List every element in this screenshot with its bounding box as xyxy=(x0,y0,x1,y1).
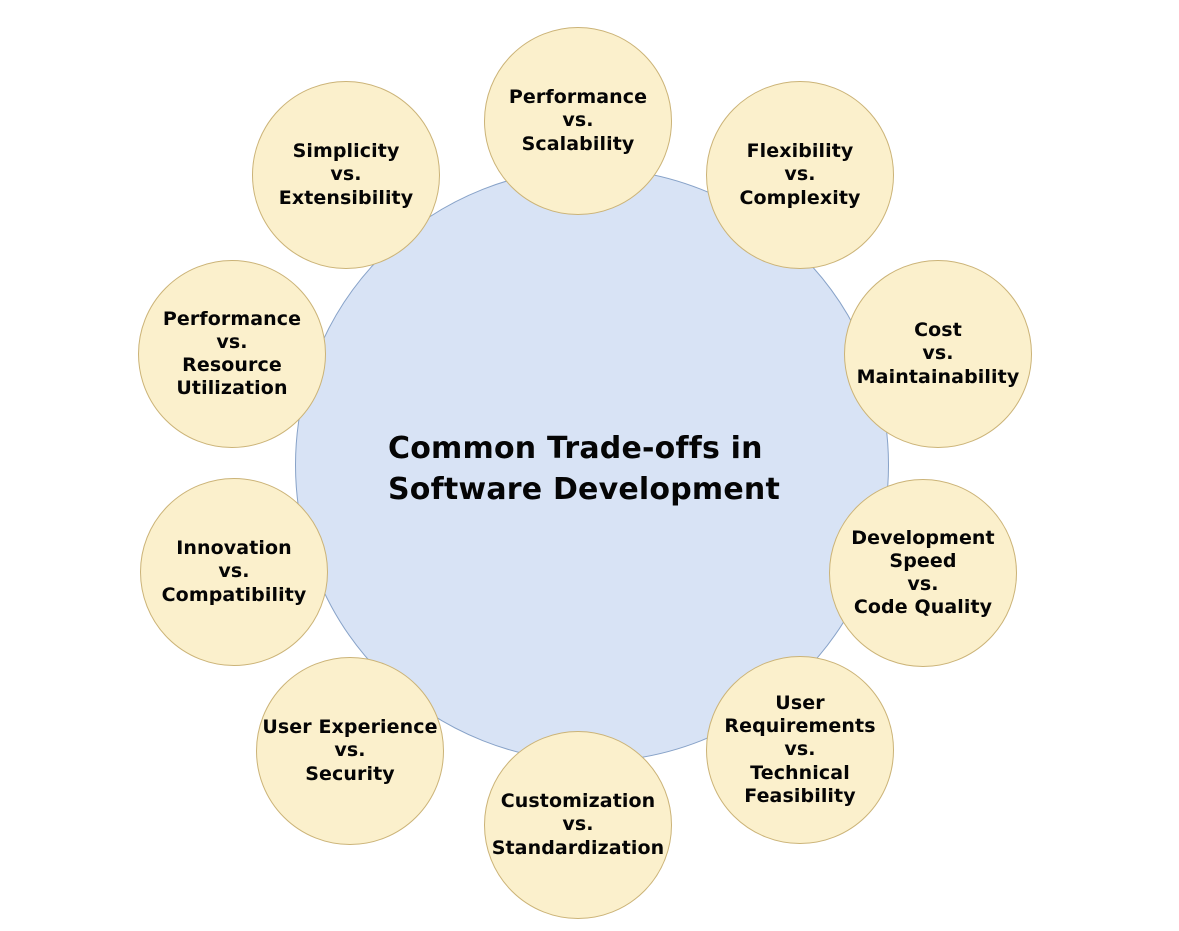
node-performance-vs-resource-utilization: Performance vs. Resource Utilization xyxy=(138,260,326,448)
node-label: Flexibility vs. Complexity xyxy=(739,140,861,209)
node-label: Performance vs. Resource Utilization xyxy=(162,307,302,400)
node-label: Development Speed vs. Code Quality xyxy=(851,526,995,619)
node-label: Cost vs. Maintainability xyxy=(856,319,1020,388)
node-development-speed-vs-code-quality: Development Speed vs. Code Quality xyxy=(829,479,1017,667)
node-label: User Experience vs. Security xyxy=(262,716,438,785)
node-label: Simplicity vs. Extensibility xyxy=(278,140,414,209)
node-user-requirements-vs-technical-feasibility: User Requirements vs. Technical Feasibil… xyxy=(706,656,894,844)
node-customization-vs-standardization: Customization vs. Standardization xyxy=(484,731,672,919)
node-flexibility-vs-complexity: Flexibility vs. Complexity xyxy=(706,81,894,269)
node-label: Customization vs. Standardization xyxy=(491,790,665,859)
node-label: Performance vs. Scalability xyxy=(508,86,648,155)
node-innovation-vs-compatibility: Innovation vs. Compatibility xyxy=(140,478,328,666)
node-label: Innovation vs. Compatibility xyxy=(161,537,307,606)
diagram-title: Common Trade-offs in Software Developmen… xyxy=(388,431,780,508)
node-label: User Requirements vs. Technical Feasibil… xyxy=(724,692,876,807)
node-user-experience-vs-security: User Experience vs. Security xyxy=(256,657,444,845)
node-simplicity-vs-extensibility: Simplicity vs. Extensibility xyxy=(252,81,440,269)
node-performance-vs-scalability: Performance vs. Scalability xyxy=(484,27,672,215)
node-cost-vs-maintainability: Cost vs. Maintainability xyxy=(844,260,1032,448)
